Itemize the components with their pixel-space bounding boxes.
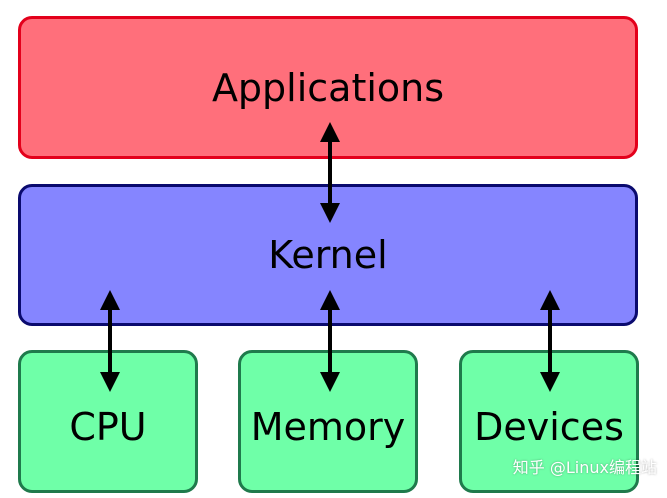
memory-label: Memory <box>250 404 406 449</box>
memory-box: Memory <box>238 350 418 493</box>
cpu-label: CPU <box>69 404 147 449</box>
kernel-layer: Kernel <box>18 184 638 326</box>
cpu-box: CPU <box>18 350 198 493</box>
kernel-label: Kernel <box>268 233 388 277</box>
applications-layer: Applications <box>18 16 638 159</box>
applications-label: Applications <box>211 65 445 110</box>
watermark: 知乎 @Linux编程站 <box>512 458 657 477</box>
devices-label: Devices <box>474 404 624 449</box>
